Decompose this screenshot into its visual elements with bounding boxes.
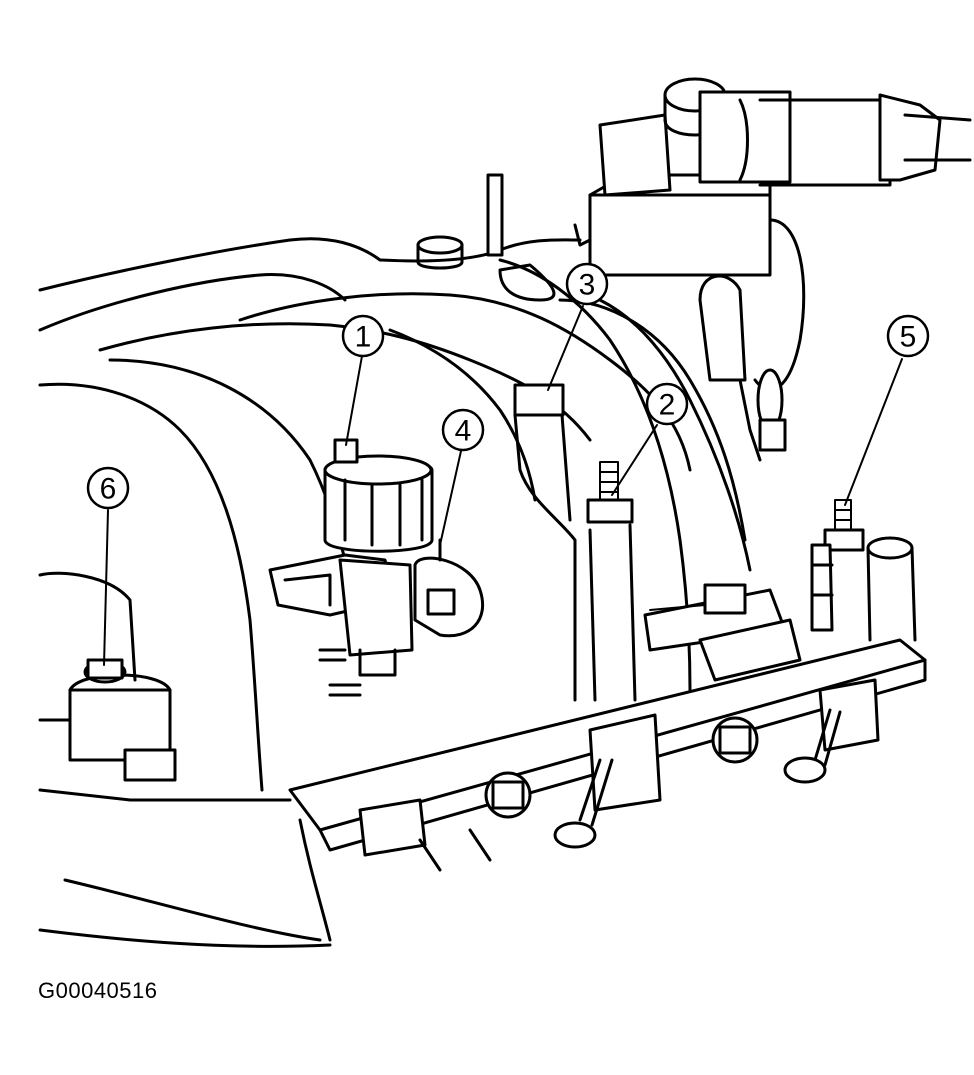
callout-4: 4	[441, 408, 485, 452]
figure-id: G00040516	[38, 978, 158, 1003]
misc-details	[416, 173, 762, 462]
leader-lines	[103, 305, 903, 666]
callout-6-label: 6	[100, 473, 117, 506]
bolt-3-post	[513, 383, 577, 702]
callout-6: 6	[86, 466, 130, 510]
callout-3-label: 3	[579, 269, 596, 302]
callout-3: 3	[565, 262, 609, 306]
solenoid-sensor	[268, 438, 434, 697]
stud-5-fittings	[810, 499, 917, 642]
mounting-bracket	[413, 538, 485, 638]
throttle-body	[588, 77, 972, 452]
stud-2	[586, 461, 637, 702]
callout-1-label: 1	[355, 321, 372, 354]
callout-2-label: 2	[659, 389, 676, 422]
lower-bosses	[38, 678, 880, 948]
callout-5: 5	[886, 314, 930, 358]
callout-2: 2	[645, 382, 689, 426]
callout-4-label: 4	[455, 415, 472, 448]
callout-5-label: 5	[900, 321, 917, 354]
callout-1: 1	[341, 314, 385, 358]
manifold-body	[38, 237, 752, 792]
left-runner-boss	[38, 571, 292, 802]
